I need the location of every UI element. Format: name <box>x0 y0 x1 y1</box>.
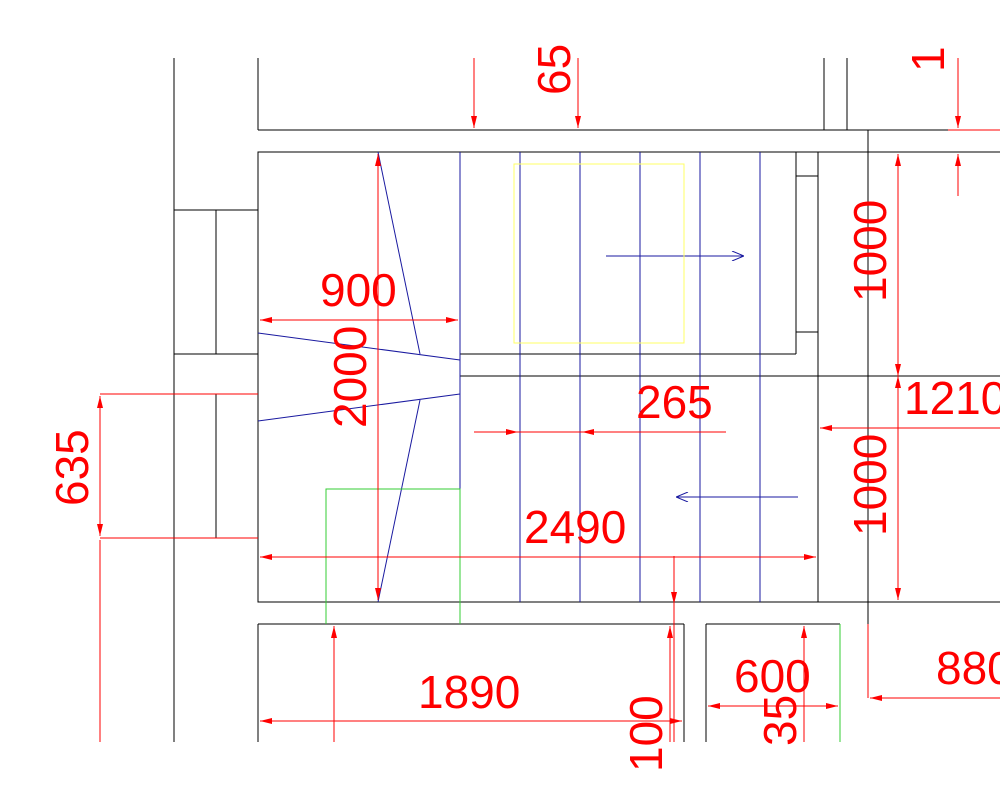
dim-label-100: 100 <box>620 695 672 772</box>
dim-label-600: 600 <box>734 650 811 702</box>
dim-label-265: 265 <box>636 376 713 428</box>
dim-label-650: 65 <box>528 44 580 95</box>
dimension-lines <box>97 58 1000 742</box>
dim-label-top-right: 1 <box>902 46 954 72</box>
walls <box>173 58 1000 742</box>
dim-label-2490: 2490 <box>524 501 626 553</box>
stair-well-outline <box>257 151 869 603</box>
dim-label-1000-upper: 1000 <box>844 200 896 302</box>
dim-label-35: 35 <box>754 695 806 746</box>
dim-label-1890: 1890 <box>418 666 520 718</box>
dim-label-1000-lower: 1000 <box>844 434 896 536</box>
dim-label-900: 900 <box>320 264 397 316</box>
dim-label-880: 880 <box>936 642 1000 694</box>
winder-line <box>377 151 421 355</box>
dim-label-635: 635 <box>46 429 98 506</box>
yellow-highlight-box <box>513 163 685 344</box>
winder-line <box>257 393 461 422</box>
dim-label-2000: 2000 <box>324 326 376 428</box>
winder-line <box>377 399 421 603</box>
dim-label-1210: 1210 <box>904 372 1000 424</box>
winder-line <box>257 332 461 361</box>
dimension-labels: 65 1 900 2000 1000 1000 1210 265 2490 63… <box>46 44 1000 772</box>
